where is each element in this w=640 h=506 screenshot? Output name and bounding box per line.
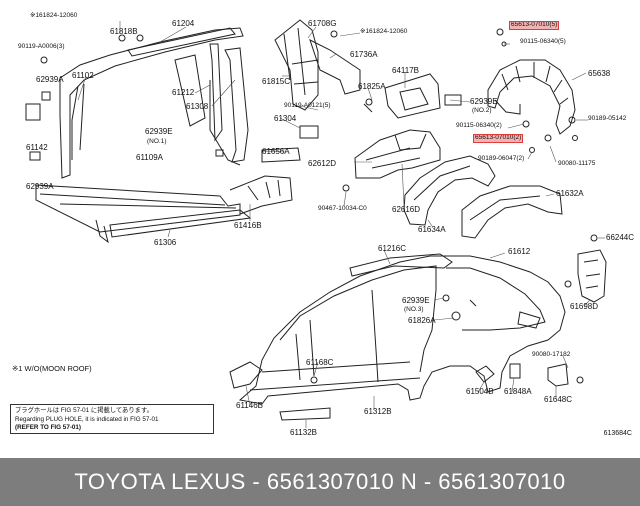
- part-number-text: TOYOTA LEXUS - 6561307010 N - 6561307010: [74, 469, 566, 494]
- label-61848a: 61848A: [504, 387, 532, 396]
- fasteners-left: [25, 34, 224, 161]
- label-61612: 61612: [508, 247, 531, 256]
- label-61708g: 61708G: [308, 19, 337, 28]
- label-no3: (NO.3): [404, 306, 424, 313]
- label-61632a: 61632A: [556, 189, 584, 198]
- label-62616d: 62616D: [392, 205, 421, 214]
- label-62939e-no3: 62939E: [402, 296, 430, 305]
- label-90119-a0006: 90119-A0006(3): [18, 43, 65, 50]
- label-61109a: 61109A: [136, 153, 163, 162]
- label-no2: (NO.2): [472, 107, 492, 114]
- label-61304: 61304: [274, 114, 297, 123]
- label-90080-17182: 90080-17182: [532, 351, 571, 358]
- note-line-refer: (REFER TO FIG 57-01): [15, 424, 82, 431]
- fender-liner: [487, 28, 578, 153]
- label-62939e-no2: 62939E: [470, 97, 498, 106]
- label-90189-06047: 90189-06047(2): [478, 155, 525, 162]
- plug-hole-note: プラグホールは FIG 57-01 に掲載してあります。 Regarding P…: [10, 404, 214, 434]
- label-61308: 61308: [186, 102, 209, 111]
- fuel-lid-parts: [547, 234, 607, 387]
- label-65638: 65638: [588, 69, 611, 78]
- label-90115-06340-5: 90115-06340(5): [520, 38, 566, 45]
- label-61132b: 61132B: [290, 428, 317, 437]
- side-outer-panel: [229, 253, 566, 421]
- label-61826a: 61826A: [408, 316, 436, 325]
- label-90467-10034-c0: 90467-10034-C0: [318, 205, 367, 212]
- note-line-japanese: プラグホールは FIG 57-01 に掲載してあります。: [15, 407, 153, 414]
- label-65613-07010-2: 65613-07010(2): [472, 134, 524, 143]
- label-61146b: 61146B: [236, 401, 263, 410]
- label-61634a: 61634A: [418, 225, 446, 234]
- label-61142: 61142: [26, 143, 48, 152]
- note-line-english: Regarding PLUG HOLE, it is indicated in …: [15, 415, 159, 423]
- wheel-housing-inner: [342, 129, 563, 239]
- label-62939a-bottom: 62939A: [26, 182, 54, 191]
- label-62939e-no1: 62939E: [145, 127, 173, 136]
- label-61306: 61306: [154, 238, 177, 247]
- label-no1: (NO.1): [147, 138, 167, 145]
- part-number-banner: TOYOTA LEXUS - 6561307010 N - 6561307010: [0, 458, 640, 506]
- label-62612d: 62612D: [308, 159, 337, 168]
- label-161824-12060-mid: ※161824-12060: [360, 28, 408, 35]
- label-61212: 61212: [172, 88, 195, 97]
- label-61736a: 61736A: [350, 50, 378, 59]
- label-61168c: 61168C: [306, 358, 334, 367]
- label-61698d: 61698D: [570, 302, 599, 311]
- pillar-assembly-upper: [35, 27, 293, 244]
- label-66244c: 66244C: [606, 233, 635, 242]
- figure-code: 613684C: [603, 430, 632, 437]
- label-90115-06340-2: 90115-06340(2): [456, 122, 502, 129]
- label-61656a: 61656A: [262, 147, 290, 156]
- label-90119-a0121: 90119-A0121(5): [284, 102, 331, 109]
- label-61504b: 61504B: [466, 387, 494, 396]
- label-61815c: 61815C: [262, 77, 291, 86]
- rear-pillar-assembly: [261, 19, 462, 163]
- label-90080-11175: 90080-11175: [558, 160, 596, 167]
- label-61216c: 61216C: [378, 244, 407, 253]
- label-90189-05142: 90189-05142: [588, 115, 627, 122]
- label-61648c: 61648C: [544, 395, 573, 404]
- parts-diagram: [25, 19, 607, 428]
- moon-roof-footnote: ※1 W/O(MOON ROOF): [12, 364, 92, 373]
- label-61204: 61204: [172, 19, 195, 28]
- label-61312b: 61312B: [364, 407, 392, 416]
- leader-lines: [77, 21, 605, 428]
- label-65613-07010-5: 65613-07010(5): [508, 21, 560, 30]
- label-61102: 61102: [72, 71, 94, 80]
- label-61825a: 61825A: [358, 82, 386, 91]
- label-161824-12060-top: ※161824-12060: [30, 12, 78, 19]
- label-61818b: 61818B: [110, 27, 138, 36]
- label-64117b: 64117B: [392, 66, 419, 75]
- label-62939a-top: 62939A: [36, 75, 64, 84]
- label-61416b: 61416B: [234, 221, 262, 230]
